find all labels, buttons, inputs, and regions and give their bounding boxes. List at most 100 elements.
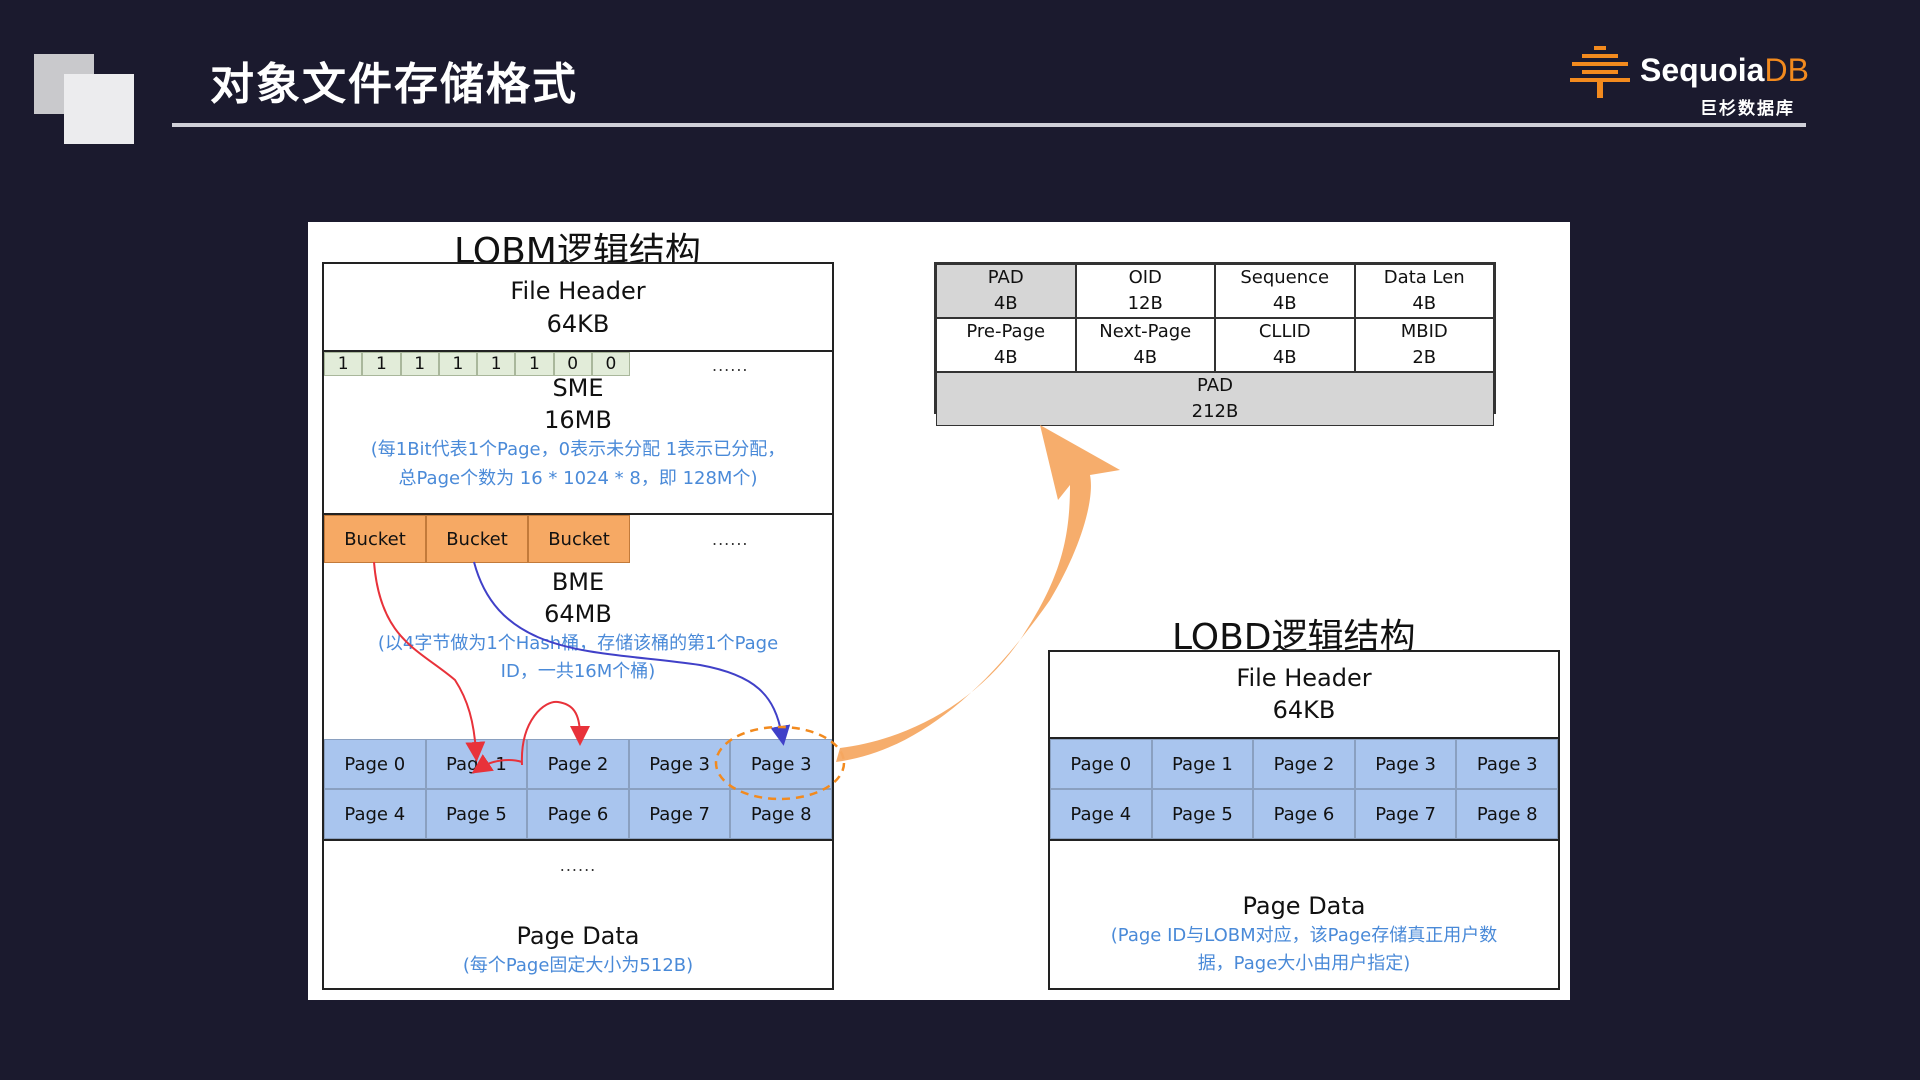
bit-cell: 1 xyxy=(477,352,516,376)
meta-field-name: OID xyxy=(1128,267,1162,288)
meta-field-name: MBID xyxy=(1400,321,1448,342)
lobm-page-cell: Page 1 xyxy=(425,739,528,789)
bit-cell: 1 xyxy=(400,352,439,376)
logo-subtitle: 巨杉数据库 xyxy=(1700,99,1795,119)
lobd-page-cell: Page 2 xyxy=(1253,739,1355,789)
meta-cell-data-len: Data Len 4B xyxy=(1354,264,1494,318)
sme-size: 16MB xyxy=(544,406,612,434)
bucket-cell: Bucket xyxy=(528,515,630,563)
lobd-page-cell: Page 5 xyxy=(1151,789,1254,839)
meta-field-size: 4B xyxy=(993,293,1018,314)
meta-field-size: 12B xyxy=(1127,293,1163,314)
meta-cell-pad: PAD 4B xyxy=(936,264,1076,318)
lobm-page-cell: Page 7 xyxy=(628,789,731,839)
page-meta-table: PAD 4B OID 12B Sequence 4B Data Len 4B Pre-P… xyxy=(934,262,1496,426)
meta-field-name: PAD xyxy=(1197,375,1233,396)
meta-field-size: 212B xyxy=(1191,401,1239,422)
bme-bucket-row: Bucket Bucket Bucket xyxy=(324,515,630,563)
meta-field-size: 4B xyxy=(993,347,1018,368)
meta-cell-mbid: MBID 2B xyxy=(1354,318,1494,372)
meta-cell-pad-tail: PAD 212B xyxy=(936,372,1494,426)
meta-field-size: 4B xyxy=(1272,293,1297,314)
lobm-page-cell: Page 6 xyxy=(527,789,629,839)
lobd-page-data-note-line-1: (Page ID与LOBM对应，该Page存储真正用户数 xyxy=(1110,925,1498,946)
bme-note-line-2: ID，一共16M个桶) xyxy=(500,661,656,682)
bme-note-line-1: (以4字节做为1个Hash桶，存储该桶的第1个Page xyxy=(377,633,779,654)
meta-cell-cllid: CLLID 4B xyxy=(1215,318,1355,372)
lobd-page-cell: Page 4 xyxy=(1050,789,1152,839)
page-to-meta-arrow xyxy=(836,425,1120,762)
bit-cell: 0 xyxy=(591,352,630,376)
bme-size: 64MB xyxy=(544,600,612,628)
page-chain-back-arrow xyxy=(471,754,523,774)
lobm-divider-1 xyxy=(322,350,834,352)
lobm-page-cell: Page 0 xyxy=(324,739,426,789)
lobd-page-cell: Page 7 xyxy=(1354,789,1457,839)
lobd-file-header-label: File Header xyxy=(1236,664,1372,692)
lobd-page-cell: Page 3 xyxy=(1354,739,1457,789)
decor-square-front xyxy=(64,74,134,144)
slide-title: 对象文件存储格式 xyxy=(210,59,578,110)
page-data-ellipsis: ...... xyxy=(559,856,597,875)
lobm-file-header-label: File Header xyxy=(510,277,646,305)
sequoia-logo-icon xyxy=(1570,46,1630,98)
sme-note-line-1: (每1Bit代表1个Page，0表示未分配 1表示已分配， xyxy=(370,439,786,460)
lobm-page-data-note: (每个Page固定大小为512B) xyxy=(462,955,694,976)
lobd-page-cell: Page 8 xyxy=(1456,789,1558,839)
lobm-page-cell: Page 2 xyxy=(527,739,629,789)
lobm-divider-2 xyxy=(322,513,834,515)
meta-field-size: 4B xyxy=(1272,347,1297,368)
bit-cell: 1 xyxy=(438,352,477,376)
lobm-page-data-label: Page Data xyxy=(516,922,640,950)
lobd-divider-1 xyxy=(1048,737,1560,739)
meta-field-name: PAD xyxy=(987,267,1024,288)
meta-field-size: 4B xyxy=(1412,293,1437,314)
bit-cell: 1 xyxy=(324,352,363,376)
meta-field-name: Pre-Page xyxy=(966,321,1046,342)
bme-name: BME xyxy=(551,568,605,596)
bucket-to-page-arrow xyxy=(373,561,486,762)
lobm-page-cell: Page 8 xyxy=(730,789,832,839)
bit-cell: 1 xyxy=(362,352,401,376)
lobm-page-cell: Page 3 xyxy=(628,739,731,789)
highlight-page3-ellipse xyxy=(714,725,846,801)
lobd-page-data-note-line-2: 据，Page大小由用户指定) xyxy=(1197,953,1411,974)
lobd-page-cell: Page 1 xyxy=(1151,739,1254,789)
lobm-page-cell: Page 3 xyxy=(730,739,832,789)
lobd-page-cell: Page 6 xyxy=(1253,789,1355,839)
page-chain-arrow xyxy=(520,700,590,766)
meta-field-name: Data Len xyxy=(1383,267,1465,288)
lobm-divider-3 xyxy=(322,839,834,841)
meta-cell-sequence: Sequence 4B xyxy=(1215,264,1355,318)
bit-cell: 0 xyxy=(553,352,592,376)
lobd-page-grid: Page 0 Page 1 Page 2 Page 3 Page 3 Page … xyxy=(1050,739,1558,839)
meta-field-name: CLLID xyxy=(1258,321,1311,342)
meta-field-size: 2B xyxy=(1412,347,1437,368)
sme-bitmap: 1 1 1 1 1 1 0 0 xyxy=(324,352,630,376)
lobd-divider-2 xyxy=(1048,839,1560,841)
lobd-page-cell: Page 0 xyxy=(1050,739,1152,789)
bucket-cell: Bucket xyxy=(426,515,528,563)
sme-note-line-2: 总Page个数为 16 * 1024 * 8，即 128M个) xyxy=(398,468,758,489)
meta-cell-pre-page: Pre-Page 4B xyxy=(936,318,1076,372)
bitmap-ellipsis: ...... xyxy=(712,356,749,375)
meta-field-size: 4B xyxy=(1133,347,1158,368)
logo-wordmark: SequoiaDB xyxy=(1640,52,1809,89)
lobm-page-cell: Page 5 xyxy=(425,789,528,839)
bit-cell: 1 xyxy=(515,352,554,376)
lobd-file-header-size: 64KB xyxy=(1272,696,1336,724)
logo-wordmark-main: Sequoia xyxy=(1640,52,1765,88)
lobm-page-grid: Page 0 Page 1 Page 2 Page 3 Page 3 Page … xyxy=(324,739,832,839)
meta-cell-oid: OID 12B xyxy=(1075,264,1215,318)
bucket-cell: Bucket xyxy=(324,515,426,563)
sme-name: SME xyxy=(552,374,604,402)
lobd-page-data-label: Page Data xyxy=(1242,892,1366,920)
bucket-ellipsis: ...... xyxy=(712,530,749,549)
meta-field-name: Sequence xyxy=(1240,267,1330,288)
title-underline xyxy=(172,123,1806,127)
lobm-structure xyxy=(322,262,834,990)
lobm-page-cell: Page 4 xyxy=(324,789,426,839)
bucket-to-page3-arrow xyxy=(473,561,791,746)
